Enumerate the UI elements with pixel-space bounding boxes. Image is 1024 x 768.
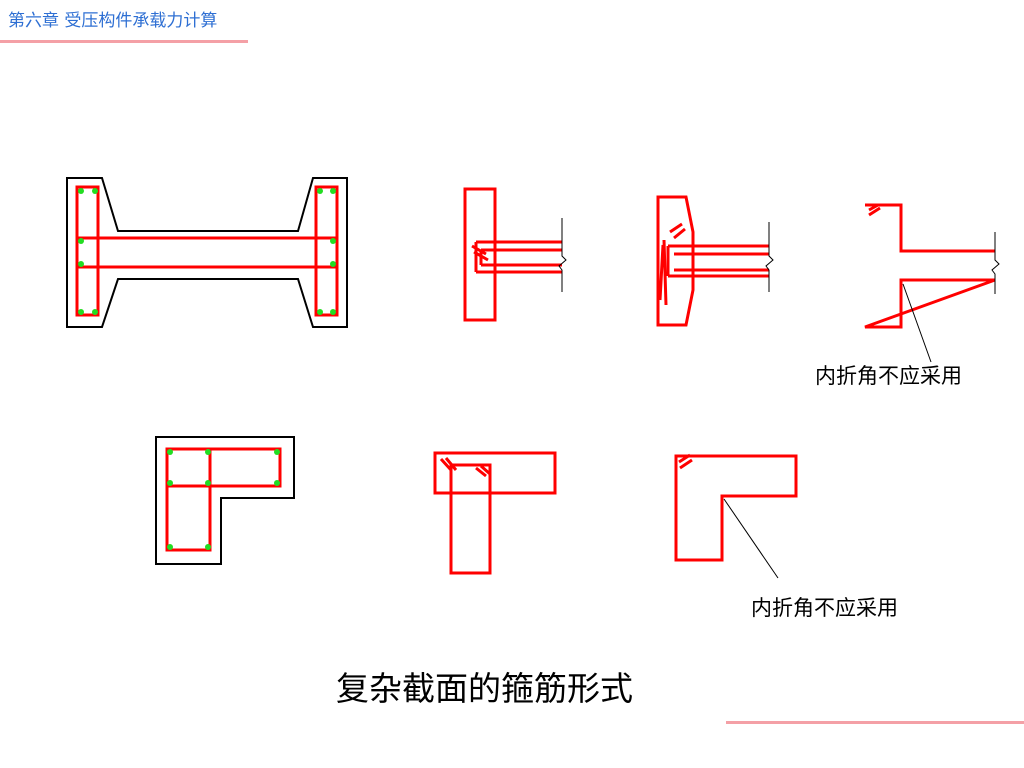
l-stirrup [674, 453, 798, 579]
t3-hook [868, 203, 881, 217]
t3-leader-line [902, 283, 932, 363]
l-stirrup-path [674, 454, 798, 562]
t1-inner-stirrup [479, 248, 562, 267]
rebar-dot [92, 309, 98, 315]
t3-stirrup [864, 203, 996, 329]
rebar-dot [78, 309, 84, 315]
t-beam-flange-stirrup [433, 451, 557, 495]
rebar-dot [205, 480, 211, 486]
inner-fold-note-2: 内折角不应采用 [751, 596, 898, 620]
rebar-dot [330, 188, 336, 194]
figure-caption: 复杂截面的箍筋形式 [336, 669, 633, 708]
chapter-title: 第六章 受压构件承载力计算 [8, 11, 218, 31]
rebar-dot [78, 188, 84, 194]
t1-hook [471, 244, 489, 262]
t2-inner-stirrup [674, 252, 769, 272]
i-web-stirrup [75, 236, 339, 269]
i-left-flange-stirrup [75, 185, 100, 317]
t1-arm-stirrup [474, 240, 562, 274]
i-section [66, 177, 348, 328]
rebar-dot [274, 480, 280, 486]
rebar-dot [92, 188, 98, 194]
l-leader-line [723, 498, 779, 579]
t2-tapered-stirrup [656, 195, 695, 327]
t1-column-stirrup [463, 187, 497, 322]
t3-break-line [991, 232, 1000, 294]
t-beam-web-stirrup [449, 463, 492, 575]
t2-arm-stirrup [666, 244, 769, 278]
l-horizontal-stirrup [165, 447, 282, 488]
l-stirrup-hook [678, 453, 693, 470]
rebar-dot [205, 544, 211, 550]
rebar-dot [330, 261, 336, 267]
t1-break-line [558, 218, 567, 292]
t2-break-line [765, 222, 774, 292]
header-rule [0, 40, 248, 43]
i-section-outline [66, 177, 348, 328]
l-section [155, 436, 295, 565]
rebar-dot [317, 188, 323, 194]
l-section-outline [155, 436, 295, 565]
rebar-dot [317, 309, 323, 315]
t-beam [433, 451, 557, 575]
rebar-dot [167, 544, 173, 550]
inner-fold-note-1: 内折角不应采用 [815, 364, 962, 388]
l-vertical-stirrup [165, 447, 212, 552]
t-detail-3 [864, 203, 1000, 363]
rebar-dot [205, 449, 211, 455]
rebar-dot [78, 261, 84, 267]
rebar-dot [274, 449, 280, 455]
rebar-dot [78, 238, 84, 244]
t-detail-2 [656, 195, 774, 327]
i-right-flange-stirrup [314, 185, 339, 317]
rebar-dot [167, 480, 173, 486]
rebar-dot [330, 309, 336, 315]
t2-hook [658, 222, 686, 306]
t-beam-hook [439, 457, 491, 478]
footer-rule [726, 721, 1024, 724]
rebar-dot [330, 238, 336, 244]
t-detail-1 [463, 187, 567, 322]
rebar-dot [167, 449, 173, 455]
